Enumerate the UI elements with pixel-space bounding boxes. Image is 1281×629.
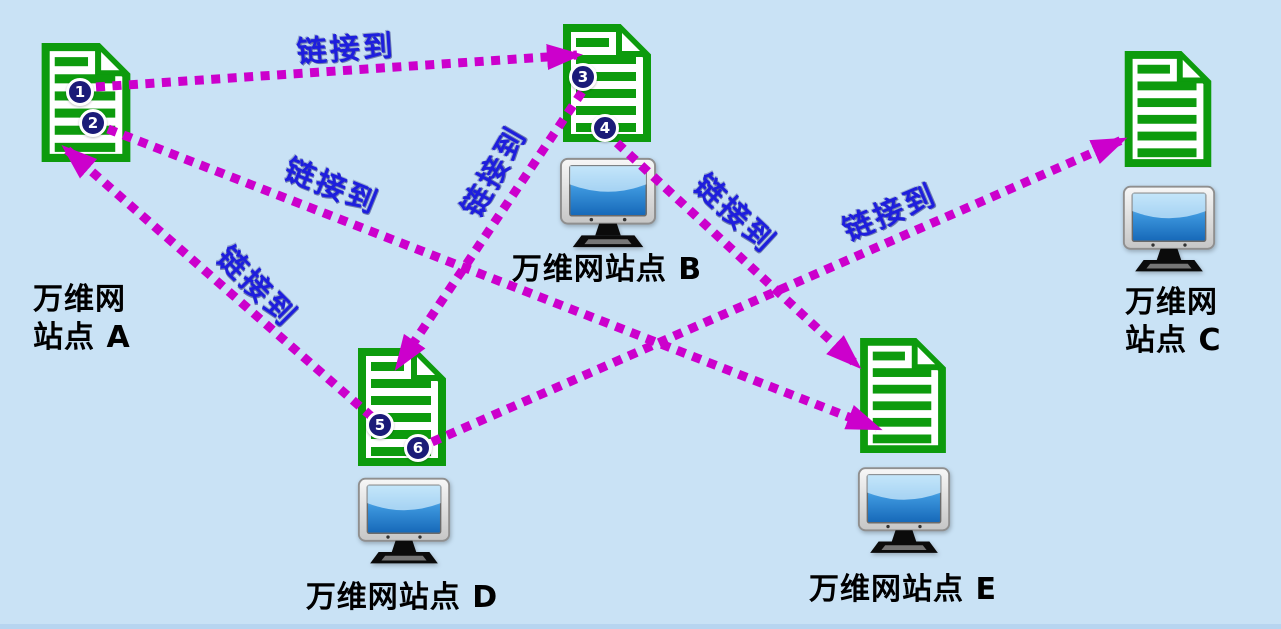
site-a-label-line1: 万维网 [33,282,126,317]
site-e-label-line1: 万维网站点 E [809,572,997,607]
link-label-a2-to-e: 链接到 [279,152,385,223]
link-label-b4-to-e: 链接到 [686,168,783,262]
webpage-document-icon-c [1124,50,1212,168]
site-c-label-line2: 站点 C [1125,323,1222,358]
link-anchor-badge-6: 6 [404,434,432,462]
computer-monitor-icon-c [1122,185,1216,272]
site-d-label-line1: 万维网站点 D [305,580,499,615]
link-label-d5-to-a: 链接到 [209,240,304,335]
webpage-document-icon-e [860,337,946,454]
slide-bottom-border [0,624,1281,629]
site-e-label: 万维网站点 E [753,571,1053,609]
hyperlink-arrow-D-anchor-6-to-C [430,135,1128,447]
site-a-label: 万维网 站点 A [33,281,131,357]
computer-monitor-icon-d [357,477,451,564]
site-b-label-line1: 万维网站点 B [511,252,703,287]
computer-monitor-icon-e [857,467,951,553]
site-c-label-line1: 万维网 [1125,285,1218,320]
link-anchor-badge-3: 3 [569,63,597,91]
link-label-d6-to-c: 链接到 [837,177,943,249]
link-anchor-badge-4: 4 [591,114,619,142]
site-c-label: 万维网 站点 C [1125,284,1221,360]
site-d-label: 万维网站点 D [252,579,552,617]
webpage-document-icon-d [358,348,446,466]
link-anchor-badge-5: 5 [366,411,394,439]
link-anchor-badge-2: 2 [79,109,107,137]
site-b-label: 万维网站点 B [457,251,757,289]
link-label-b3-to-d: 链接到 [455,120,535,224]
computer-monitor-icon-b [559,157,657,248]
site-a-label-line2: 站点 A [33,320,131,355]
link-label-a1-to-b: 链接到 [295,28,397,71]
link-anchor-badge-1: 1 [66,78,94,106]
